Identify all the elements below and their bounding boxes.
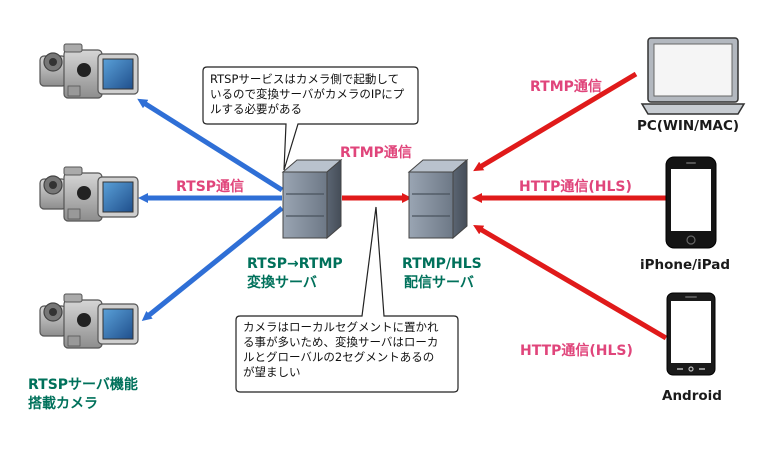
distribution-server-label: RTMP/HLS 配信サーバ: [402, 255, 482, 293]
rtsp-arrow-bottom: [141, 206, 284, 322]
camera-label-line-1: RTSPサーバ機能: [28, 377, 138, 393]
converter-label-line-1: RTSP→RTMP: [247, 256, 343, 272]
iphone-label: iPhone/iPad: [640, 257, 731, 273]
rtmp-link-label-pc: RTMP通信: [530, 79, 602, 95]
converter-server-icon: [281, 158, 343, 240]
camera-label-line-2: 搭載カメラ: [28, 396, 98, 412]
callout-bottom-line-4: が望ましい: [243, 365, 301, 379]
callout-bubble-bottom: [235, 206, 459, 393]
callout-bottom-line-3: ルとグローバルの2セグメントあるの: [243, 350, 435, 364]
callout-bubble-top: [202, 66, 419, 171]
pc-label: PC(WIN/MAC): [637, 118, 740, 134]
callout-text-bottom: カメラはローカルセグメントに置かれ る事が多いため、変換サーバはローカ ルとグロ…: [243, 320, 455, 380]
distribution-label-line-1: RTMP/HLS: [402, 256, 482, 272]
callout-bottom-line-2: る事が多いため、変換サーバはローカ: [243, 335, 439, 349]
android-label: Android: [662, 388, 722, 404]
callout-top-line-1: RTSPサービスはカメラ側で起動して: [210, 72, 400, 86]
rtsp-link-label: RTSP通信: [176, 179, 245, 195]
callout-top-line-3: ルする必要がある: [210, 102, 302, 116]
converter-label-line-2: 変換サーバ: [247, 275, 317, 291]
http-arrow-android: [473, 224, 668, 341]
callout-bottom-line-1: カメラはローカルセグメントに置かれ: [243, 320, 439, 334]
iphone-icon: [665, 156, 717, 249]
rtsp-arrow-top: [137, 98, 284, 193]
camera-icon-middle: [39, 166, 139, 222]
android-phone-icon: [666, 292, 716, 376]
rtmp-arrows: [342, 71, 668, 341]
camera-label: RTSPサーバ機能 搭載カメラ: [28, 376, 138, 414]
rtsp-arrows: [137, 98, 284, 322]
camera-icon-bottom: [39, 293, 139, 349]
callout-top-line-2: いるので変換サーバがカメラのIPにプ: [210, 87, 405, 101]
http-hls-label-iphone: HTTP通信(HLS): [519, 179, 632, 195]
rtmp-link-label-center: RTMP通信: [340, 145, 412, 161]
converter-server-label: RTSP→RTMP 変換サーバ: [247, 255, 343, 293]
http-hls-label-android: HTTP通信(HLS): [520, 343, 633, 359]
laptop-icon: [640, 37, 746, 115]
callout-text-top: RTSPサービスはカメラ側で起動して いるので変換サーバがカメラのIPにプ ルす…: [210, 72, 416, 117]
rtmp-arrow-pc: [473, 71, 638, 172]
distribution-server-icon: [407, 158, 469, 240]
distribution-label-line-2: 配信サーバ: [404, 275, 474, 291]
camera-icon-top: [39, 43, 139, 99]
